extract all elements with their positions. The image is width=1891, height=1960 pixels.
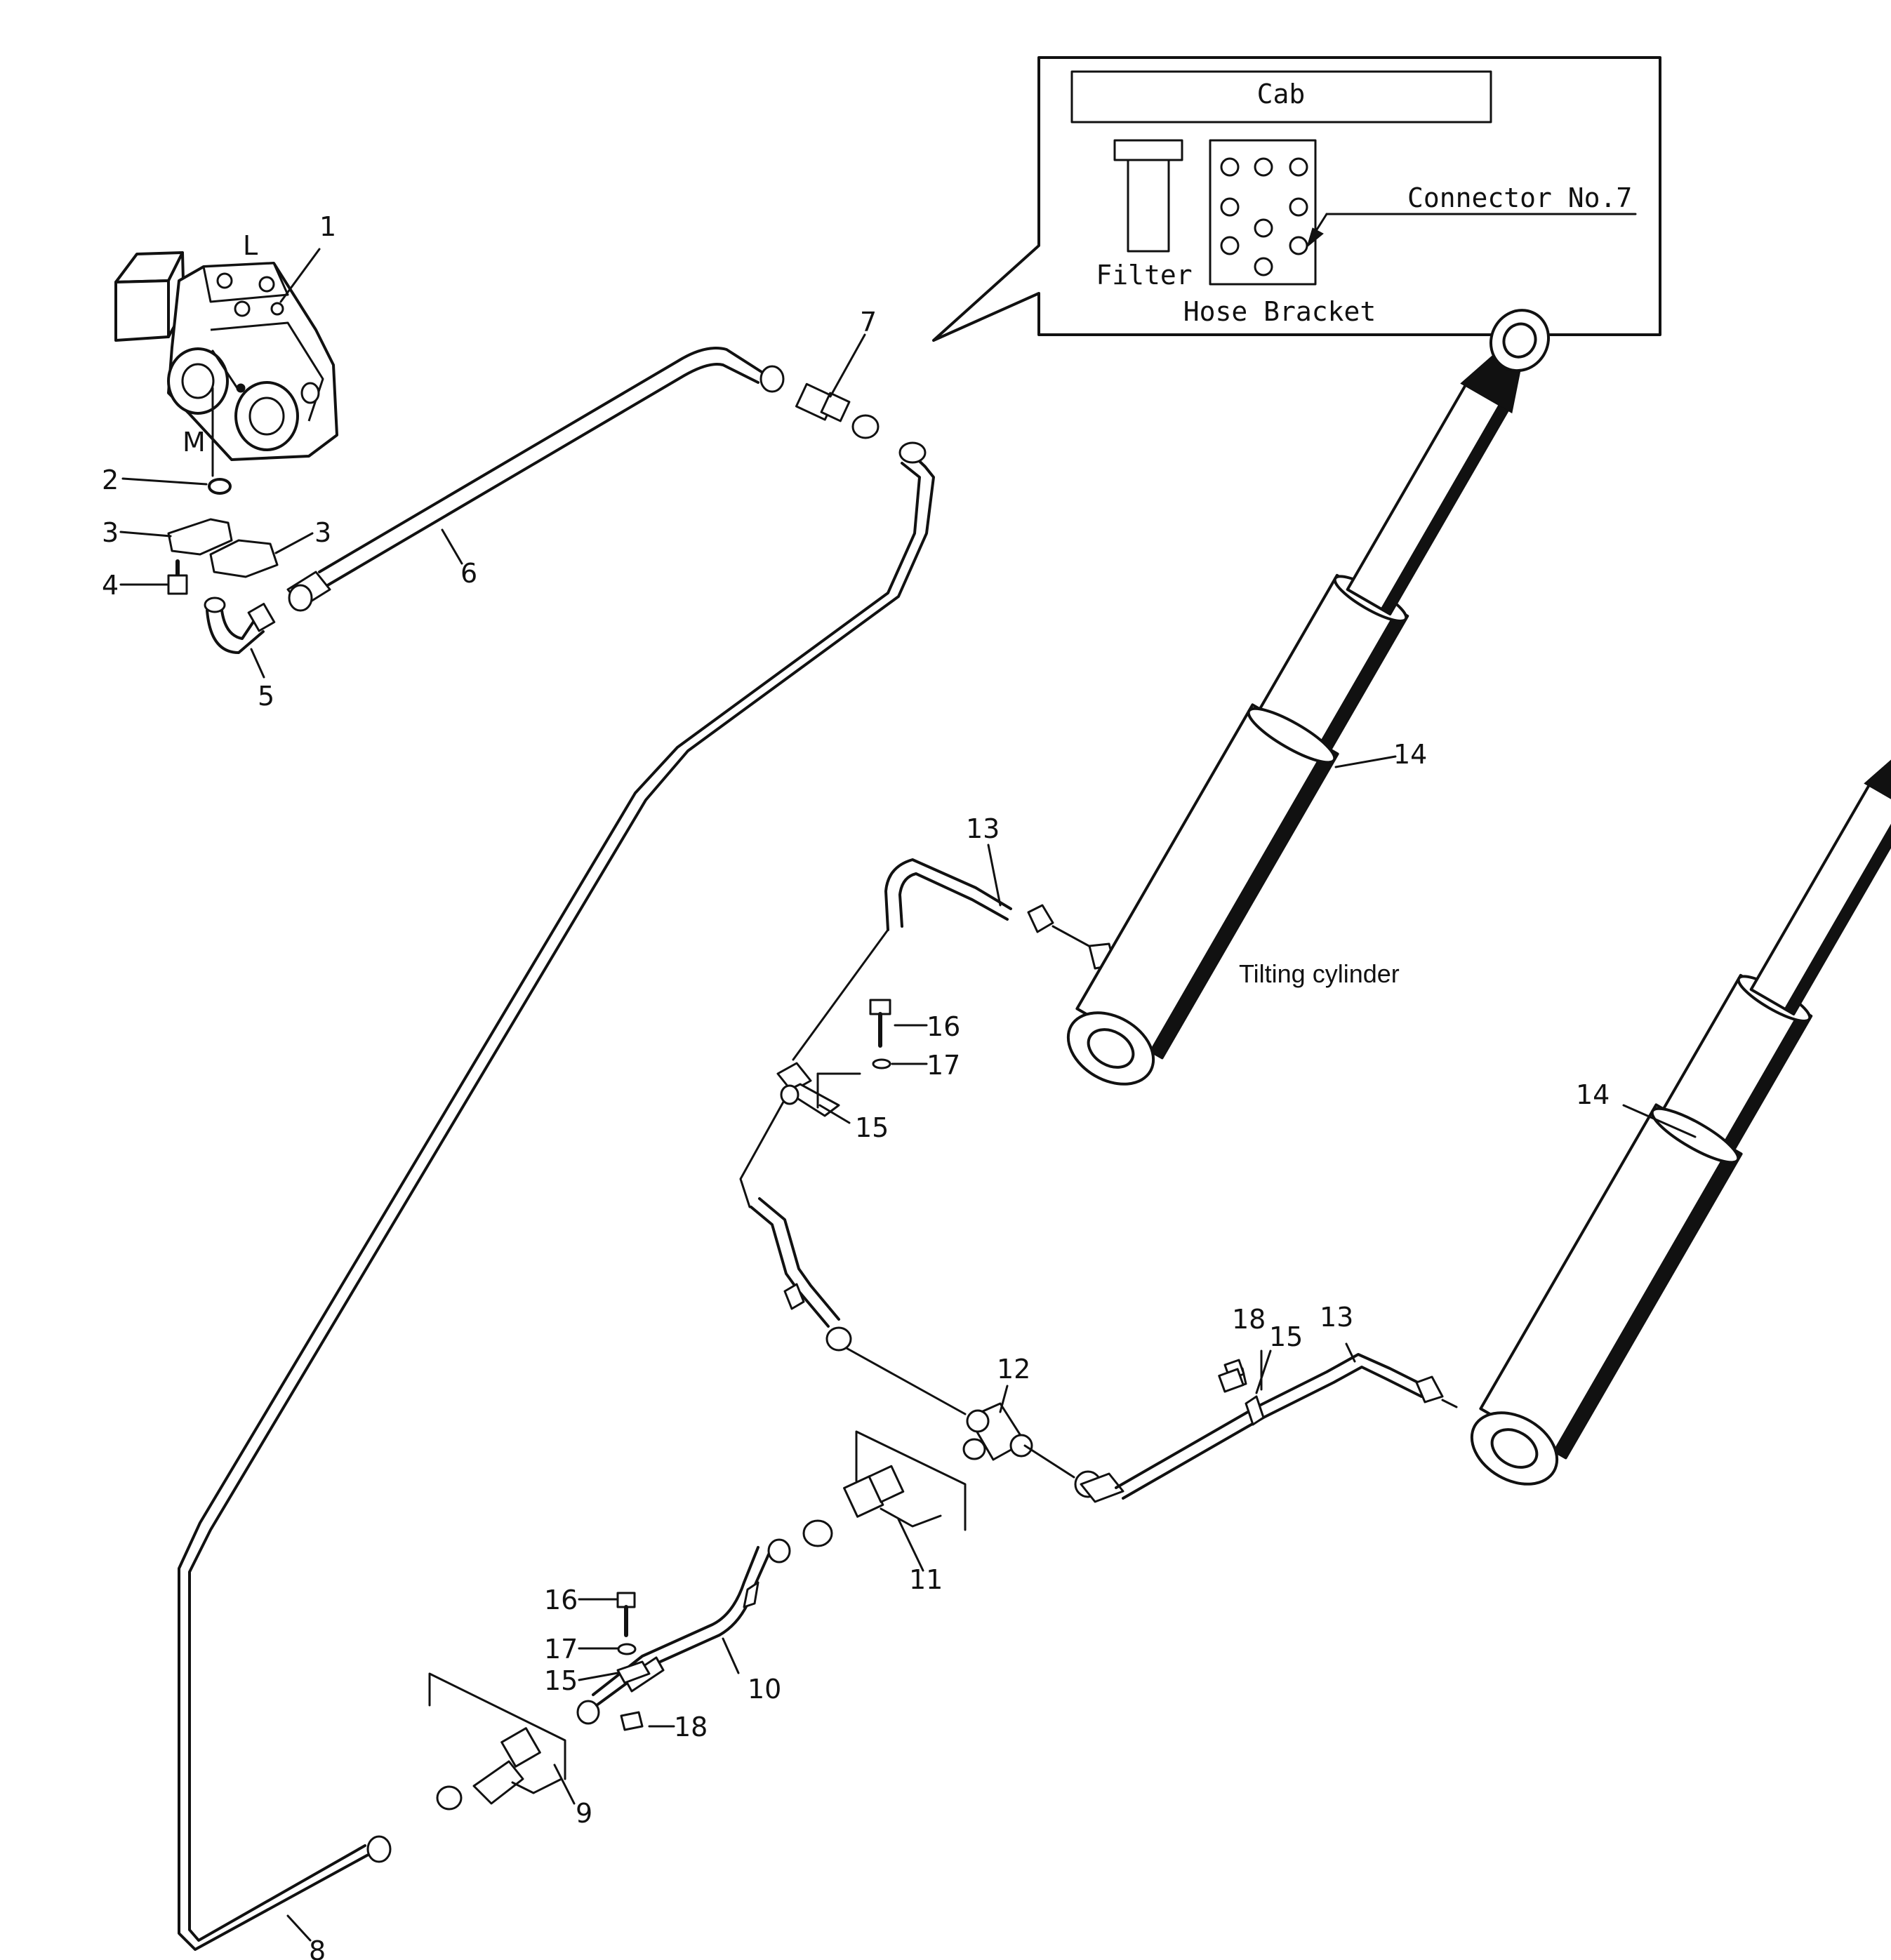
connector-label: Connector No.7 — [1407, 182, 1632, 213]
o-ring — [208, 478, 232, 495]
valve-port-l: L — [243, 230, 258, 261]
fitting-7 — [795, 382, 880, 439]
bolt-4 — [167, 559, 188, 595]
adapter-11 — [843, 1430, 967, 1531]
part-label-12: 12 — [997, 1354, 1030, 1385]
split-flange-right — [209, 539, 279, 578]
connector-arrow — [1306, 227, 1324, 248]
part-label-18-right: 18 — [1232, 1304, 1266, 1335]
hose-6 — [286, 347, 785, 612]
part-label-18-lower: 18 — [674, 1712, 708, 1742]
valve-port-m: M — [183, 427, 206, 458]
tee-9 — [428, 1672, 600, 1811]
part-label-14-lower: 14 — [1576, 1079, 1610, 1110]
part-label-14-upper: 14 — [1393, 739, 1427, 770]
split-flange-left — [167, 518, 233, 556]
right-clamp-assembly — [1218, 1359, 1245, 1393]
filter-label: Filter — [1096, 260, 1192, 291]
part-label-7: 7 — [860, 307, 877, 338]
hose-bracket-label: Hose Bracket — [1183, 296, 1376, 327]
leader-lines — [119, 248, 1697, 1942]
part-label-15-right: 15 — [1269, 1321, 1303, 1352]
hose-bracket-shape — [1209, 139, 1317, 286]
part-label-8: 8 — [309, 1935, 326, 1960]
part-label-6: 6 — [460, 558, 477, 589]
part-label-9: 9 — [576, 1798, 592, 1829]
part-label-13-upper: 13 — [966, 813, 1000, 844]
cab-label: Cab — [1257, 79, 1306, 109]
pipe-8 — [178, 441, 935, 1951]
part-label-16-middle: 16 — [927, 1011, 960, 1042]
tilting-cylinder-label: Tilting cylinder — [1239, 959, 1400, 988]
tube-13-lower — [1023, 1349, 1458, 1503]
part-label-11: 11 — [909, 1564, 943, 1595]
part-label-17-middle: 17 — [927, 1050, 960, 1081]
tilting-cylinder-lower — [1470, 751, 1891, 1486]
tube-13-upper — [739, 858, 1116, 1415]
tee-12 — [962, 1402, 1033, 1461]
part-label-3-left: 3 — [102, 517, 119, 548]
lower-clamp-assembly — [616, 1592, 651, 1731]
part-label-15-middle: 15 — [855, 1112, 889, 1143]
part-label-15-lower: 15 — [544, 1665, 578, 1696]
pipe-10 — [592, 1519, 833, 1707]
part-label-5: 5 — [258, 681, 274, 712]
part-label-1: 1 — [319, 211, 336, 242]
part-label-17-lower: 17 — [544, 1634, 578, 1665]
part-label-13-lower: 13 — [1320, 1302, 1353, 1333]
part-label-16-lower: 16 — [544, 1585, 578, 1615]
part-label-4: 4 — [102, 570, 119, 601]
part-label-3-right: 3 — [314, 517, 331, 548]
filter-shape — [1113, 139, 1183, 253]
cab-rect — [1070, 70, 1492, 124]
tilting-cylinder-upper — [1066, 309, 1551, 1086]
part-label-10: 10 — [748, 1674, 781, 1705]
callout-box: Cab Filter Hose Bracket Connector No.7 — [932, 56, 1661, 342]
part-label-2: 2 — [102, 465, 119, 495]
control-valve — [114, 251, 338, 461]
middle-clamp-assembly — [780, 999, 891, 1117]
